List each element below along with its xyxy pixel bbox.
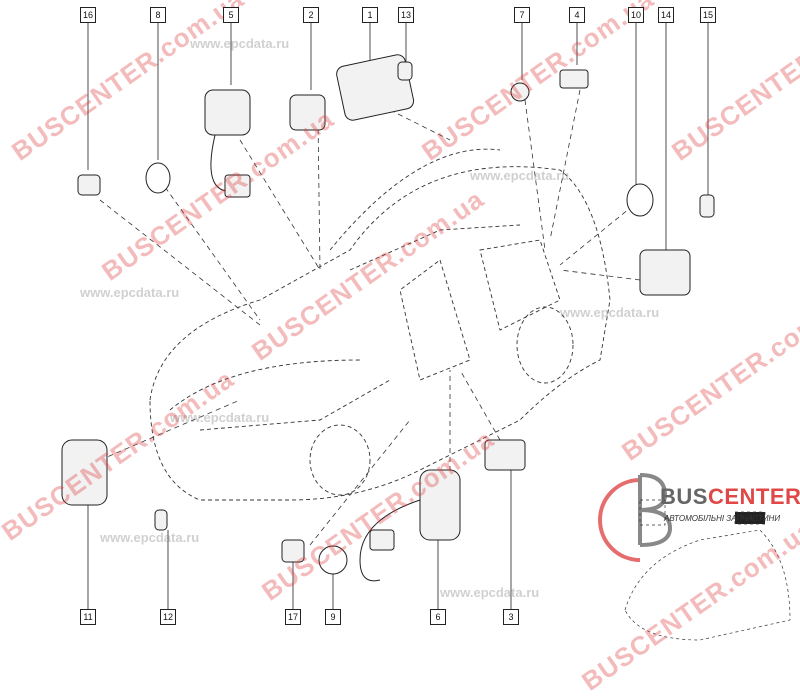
part-8-cap	[145, 162, 171, 194]
callout-top: 13	[398, 7, 414, 23]
callout-top: 8	[150, 7, 166, 23]
vehicle-outline	[149, 148, 611, 501]
part-12-bulb	[154, 509, 168, 531]
watermark-site: www.epcdata.ru	[170, 410, 270, 425]
watermark-site: www.epcdata.ru	[470, 168, 570, 183]
parts	[61, 54, 715, 582]
watermark-site: www.epcdata.ru	[80, 285, 180, 300]
callout-bottom: 12	[160, 609, 176, 625]
part-7-grommet	[510, 82, 530, 102]
watermark-site: www.epcdata.ru	[190, 36, 290, 51]
callout-bottom: 6	[430, 609, 446, 625]
callout-top: 5	[223, 7, 239, 23]
callout-top: 15	[700, 7, 716, 23]
part-10-cap	[626, 183, 654, 217]
callout-bottom: 17	[285, 609, 301, 625]
part-14-lamp	[639, 249, 691, 296]
part-4-sensor	[559, 69, 589, 89]
logo-mark	[598, 478, 641, 562]
part-6-lamp	[419, 469, 461, 541]
callout-top: 1	[362, 7, 378, 23]
callout-top: 2	[303, 7, 319, 23]
logo-thumbnail	[624, 499, 791, 641]
guide-lines	[99, 89, 641, 546]
callout-top: 14	[658, 7, 674, 23]
part-2-switch	[289, 94, 326, 131]
callout-top: 16	[80, 7, 96, 23]
callout-bottom: 3	[503, 609, 519, 625]
part-9-cap	[318, 545, 348, 575]
logo-title-suffix: CENTER	[707, 484, 800, 509]
callout-top: 4	[569, 7, 585, 23]
callout-top: 10	[628, 7, 644, 23]
callout-bottom: 9	[325, 609, 341, 625]
callout-bottom: 11	[80, 609, 96, 625]
part-5-lamp	[204, 89, 251, 136]
part-17-holder	[281, 539, 305, 563]
part-3-switch	[484, 439, 526, 471]
part-16-bulb-holder	[77, 174, 101, 196]
part-15-bulb	[699, 194, 715, 218]
buscenter-logo: BUSCENTER АВТОМОБІЛЬНІ ЗАПЧАСТИНИ	[600, 470, 800, 656]
logo-title-prefix: BUS	[660, 484, 708, 509]
callout-top: 7	[514, 7, 530, 23]
logo-title: BUSCENTER	[660, 484, 800, 510]
watermark-site: www.epcdata.ru	[100, 530, 200, 545]
part-13-bulb	[397, 61, 413, 81]
watermark-site: www.epcdata.ru	[560, 305, 660, 320]
watermark-site: www.epcdata.ru	[440, 585, 540, 600]
logo-subtitle: АВТОМОБІЛЬНІ ЗАПЧАСТИНИ	[664, 514, 781, 523]
part-11-lamp	[61, 439, 108, 506]
leader-lines	[87, 23, 709, 609]
diagram-canvas	[61, 23, 791, 641]
